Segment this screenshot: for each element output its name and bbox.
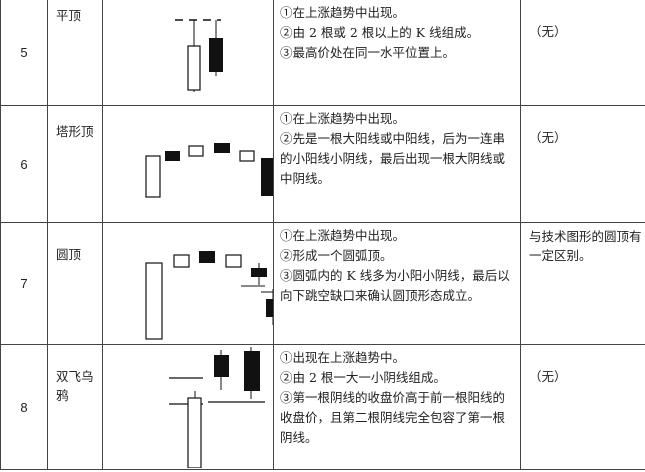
yang-candle-body bbox=[145, 262, 163, 340]
yin-candle-body bbox=[199, 251, 215, 263]
pattern-note: 与技术图形的圆顶有一定区别。 bbox=[520, 222, 645, 345]
yang-candle-body bbox=[173, 254, 190, 268]
pattern-name: 塔形顶 bbox=[47, 105, 103, 223]
yin-candle-body bbox=[251, 268, 267, 277]
round-top-figure bbox=[145, 251, 273, 340]
yin-candle-body bbox=[266, 299, 273, 317]
pattern-description: ①在上涨趋势中出现。 ②先是一根大阳线或中阳线，后为一连串的小阳线小阴线，最后出… bbox=[273, 105, 521, 223]
pattern-note: （无） bbox=[520, 0, 645, 106]
yin-candle-body bbox=[209, 38, 223, 72]
row-number: 6 bbox=[0, 105, 48, 223]
yang-candle-body bbox=[188, 145, 204, 157]
tower-top-figure bbox=[145, 143, 273, 198]
pattern-description: ①在上涨趋势中出现。 ②由 2 根或 2 根以上的 K 线组成。 ③最高价处在同… bbox=[273, 0, 521, 106]
table-row: 7 圆顶 ①在上涨趋势中出现。 ②形成一个圆弧顶。 ③圆弧内的 K 线多为小阳小… bbox=[0, 222, 645, 345]
pattern-figure bbox=[102, 344, 274, 470]
yang-candle-body bbox=[239, 150, 255, 162]
pattern-note: （无） bbox=[520, 344, 645, 470]
yang-candle-body bbox=[187, 397, 202, 468]
pattern-description: ①出现在上涨趋势中。 ②由 2 根一大一小阴线组成。 ③第一根阴线的收盘价高于前… bbox=[273, 344, 521, 470]
pattern-note: （无） bbox=[520, 105, 645, 223]
row-number: 7 bbox=[0, 222, 48, 345]
yin-candle-body bbox=[244, 351, 260, 391]
yin-candle-body bbox=[214, 143, 230, 153]
pattern-figure bbox=[102, 222, 274, 345]
pattern-name: 双飞乌鸦 bbox=[47, 344, 103, 470]
two-crows-figure bbox=[169, 347, 265, 468]
pattern-name: 圆顶 bbox=[47, 222, 103, 345]
table-row: 6 塔形顶 ①在上涨趋势中出现。 ②先是一根大阳线或中阳线，后为一连串的小阳线小… bbox=[0, 105, 645, 223]
row-number: 8 bbox=[0, 344, 48, 470]
flat-top-figure bbox=[175, 19, 223, 92]
pattern-figure bbox=[102, 105, 274, 223]
pattern-description: ①在上涨趋势中出现。 ②形成一个圆弧顶。 ③圆弧内的 K 线多为小阳小阴线，最后… bbox=[273, 222, 521, 345]
yang-candle-body bbox=[225, 254, 242, 268]
yang-candle-body bbox=[187, 45, 201, 91]
pattern-figure bbox=[102, 0, 274, 106]
yang-candle-body bbox=[145, 155, 161, 198]
table-row: 5 平顶 ①在上涨趋势中出现。 ②由 2 根或 2 根以上的 K 线组成。 ③最… bbox=[0, 0, 645, 106]
yin-candle-body bbox=[214, 355, 229, 377]
row-number: 5 bbox=[0, 0, 48, 106]
yin-candle-body bbox=[261, 158, 273, 196]
table-row: 8 双飞乌鸦 ①出现在上涨趋势中。 ②由 2 根一大一小阴线组成。 ③第一根阴线… bbox=[0, 344, 645, 470]
yin-candle-body bbox=[165, 151, 180, 161]
pattern-name: 平顶 bbox=[47, 0, 103, 106]
